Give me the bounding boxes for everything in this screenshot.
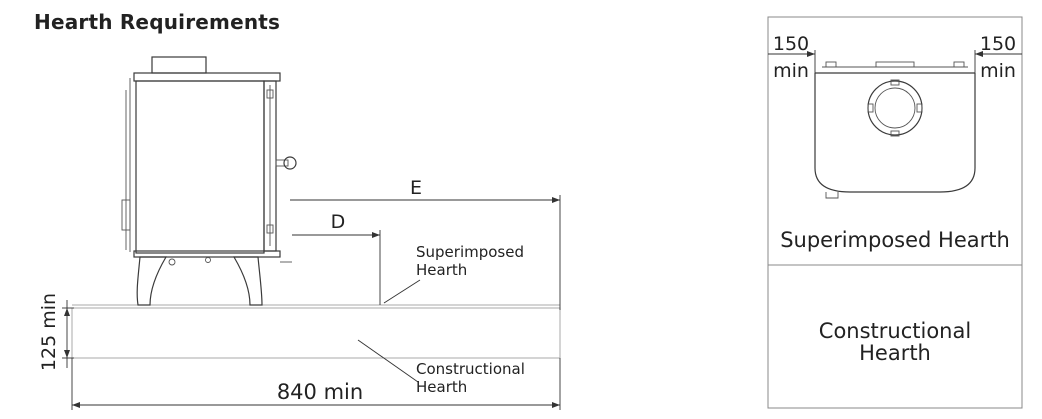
constructional-hearth-slab [71,307,561,359]
left-clearance-value: 150 [773,33,809,55]
superimposed-leader-line [383,279,421,304]
dimension-e: E [290,177,561,310]
page-title: Hearth Requirements [34,10,281,34]
dimension-d: D [292,211,381,305]
dimension-e-label: E [410,177,422,199]
dimension-width: 840 min [71,358,561,410]
top-view: 150 min 150 min Superimposed [767,16,1023,409]
constructional-label-line1: Constructional [416,360,525,378]
constructional-leader-line [357,339,419,383]
top-constructional-label-line2: Hearth [859,341,931,365]
stove-top-view [814,61,976,199]
left-clearance-unit: min [773,60,809,82]
superimposed-label-line2: Hearth [416,261,467,279]
left-clearance-dimension: 150 min [768,33,816,82]
dimension-d-label: D [331,211,346,233]
right-clearance-unit: min [980,60,1016,82]
top-constructional-label-line1: Constructional [819,319,971,343]
constructional-label-line2: Hearth [416,378,467,396]
dimension-height: 125 min [38,293,74,371]
right-clearance-dimension: 150 min [974,33,1022,82]
right-clearance-value: 150 [980,33,1016,55]
height-label: 125 min [38,293,60,371]
superimposed-label-line1: Superimposed [416,243,524,261]
side-view: E D Superimposed Hearth Constructional H… [38,56,561,410]
top-view-frame [767,16,1023,409]
top-superimposed-label: Superimposed Hearth [780,228,1010,252]
stove-side-view [121,56,297,306]
width-label: 840 min [277,380,363,404]
